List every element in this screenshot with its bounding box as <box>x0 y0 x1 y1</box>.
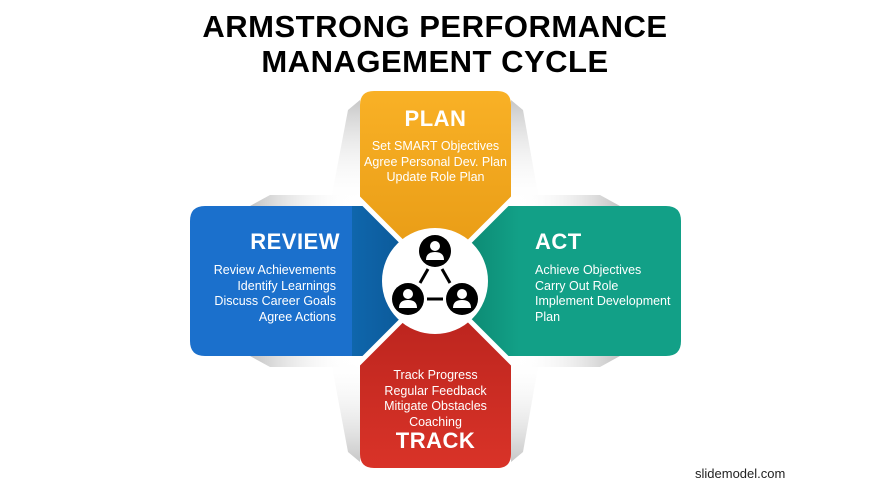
review-heading: REVIEW <box>250 229 340 254</box>
review-items: Review Achievements Identify Learnings D… <box>195 263 336 325</box>
review-item: Review Achievements <box>213 263 336 277</box>
act-heading: ACT <box>535 229 582 254</box>
plan-item: Update Role Plan <box>386 170 485 184</box>
plan-item: Set SMART Objectives <box>371 139 500 153</box>
plan-items: Set SMART Objectives Agree Personal Dev.… <box>358 139 513 186</box>
person-right-icon <box>446 283 478 315</box>
track-items: Track Progress Regular Feedback Mitigate… <box>358 368 513 430</box>
track-item: Coaching <box>409 414 462 429</box>
person-left-icon <box>392 283 424 315</box>
shadow-wedges <box>250 100 620 462</box>
watermark: slidemodel.com <box>695 466 786 481</box>
track-heading: TRACK <box>395 428 476 453</box>
track-item: Mitigate Obstacles <box>384 399 487 413</box>
person-top-icon <box>419 235 451 267</box>
track-item: Track Progress <box>393 368 478 382</box>
plan-stage <box>360 91 511 268</box>
team-network-icon <box>392 235 478 315</box>
track-item: Regular Feedback <box>384 383 487 398</box>
title-line-1: ARMSTRONG PERFORMANCE <box>202 9 668 44</box>
review-item: Discuss Career Goals <box>214 294 336 308</box>
review-item: Identify Learnings <box>237 278 336 293</box>
act-item: Achieve Objectives <box>535 263 642 277</box>
act-items: Achieve Objectives Carry Out Role Implem… <box>535 263 680 325</box>
track-stage <box>360 296 511 468</box>
plan-heading: PLAN <box>404 106 467 131</box>
act-item: Plan <box>535 309 561 324</box>
plan-item: Agree Personal Dev. Plan <box>364 154 507 169</box>
title-line-2: MANAGEMENT CYCLE <box>261 44 609 79</box>
act-item: Carry Out Role <box>535 278 619 293</box>
act-item: Implement Development <box>535 294 671 308</box>
review-item: Agree Actions <box>258 309 336 324</box>
